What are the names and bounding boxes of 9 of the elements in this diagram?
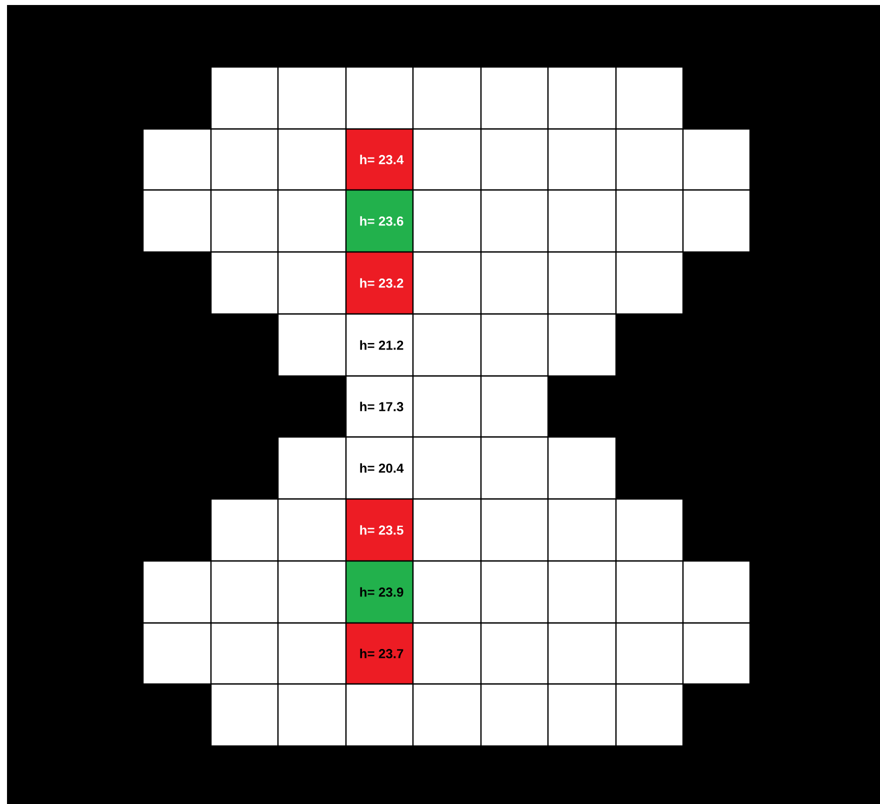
value-cell: h= 20.4 [345, 436, 414, 500]
value-cell: h= 23.6 [345, 189, 414, 253]
value-cell: h= 23.7 [345, 622, 414, 685]
value-cell: h= 23.9 [345, 560, 414, 624]
value-cell: h= 23.5 [345, 498, 414, 562]
value-cell: h= 21.2 [345, 313, 414, 377]
value-cell: h= 23.4 [345, 128, 414, 191]
value-cell: h= 23.2 [345, 251, 414, 315]
value-cell: h= 17.3 [345, 375, 414, 438]
